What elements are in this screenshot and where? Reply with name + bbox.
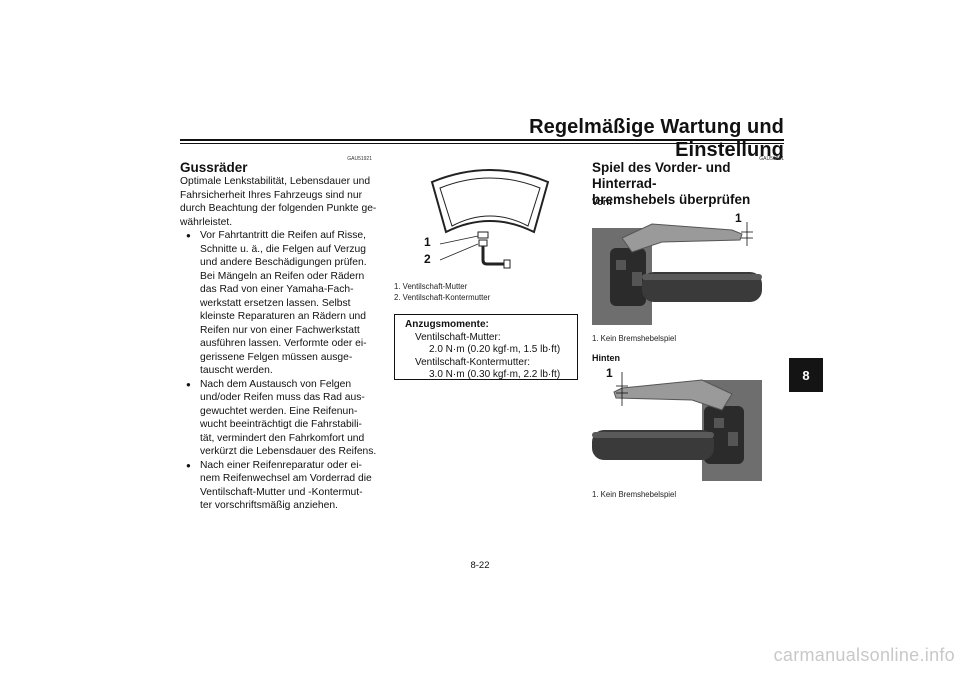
text-line: werkstatt ersetzen lassen. Selbst [200,297,351,309]
text-line: ausführen lassen. Verformte oder ei- [200,338,367,349]
rear-label: Hinten [592,353,620,363]
text-line: Fahrsicherheit Ihres Fahrzeugs sind nur [180,189,362,201]
page-number: 8-22 [470,560,490,571]
page-title: Regelmäßige Wartung und Einstellung [529,116,784,161]
watermark: carmanualsonline.info [773,645,955,665]
text-line: Ventilschaft-Mutter und -Kontermut- [200,486,363,498]
chapter-tab: 8 [789,358,823,392]
text-line: durch Beachtung der folgenden Punkte ge- [180,203,377,214]
text-line: ter vorschriftsmäßig anziehen. [200,500,338,511]
torque-line: Ventilschaft-Kontermutter: [415,356,531,368]
torque-line: Ventilschaft-Mutter: [415,331,501,343]
valve-stem-illustration [430,169,550,269]
text-line: gerissene Felgen müssen ausge- [200,351,353,363]
text-line: Optimale Lenkstabilität, Lebensdauer und [180,176,371,187]
bullet-list: Vor Fahrtantritt die Reifen auf Risse, S… [184,229,384,513]
header-rule-thin [180,143,784,144]
front-caption: 1. Kein Bremshebelspiel [592,334,677,343]
caption-line: 2. Ventilschaft-Kontermutter [394,293,491,302]
text-line: tät, vermindert den Fahrkomfort und [200,432,365,444]
figure-captions: 1. Ventilschaft-Mutter 2. Ventilschaft-K… [394,281,490,303]
torque-line: 3.0 N·m (0.30 kgf·m, 2.2 lb·ft) [429,369,561,381]
caption-line: 1. Ventilschaft-Mutter [394,282,468,291]
text-line: und andere Beschädigungen prüfen. [200,257,367,268]
section-heading: Spiel des Vorder- und Hinterrad- bremshe… [592,160,792,208]
rear-brake-lever-photo [592,366,762,481]
heading-line: Spiel des Vorder- und Hinterrad- [592,160,731,191]
text-line: Reifen nur von einer Fachwerkstatt [200,324,360,336]
front-figure-label: 1 [735,211,742,225]
text-line: tauscht werden. [200,365,273,376]
rear-figure-label: 1 [606,366,613,380]
list-item: Nach einer Reifenreparatur oder ei- nem … [184,459,384,513]
text-line: Nach einer Reifenreparatur oder ei- [200,459,362,471]
text-line: und/oder Reifen muss das Rad aus- [200,392,365,403]
text-line: verkürzt die Lebensdauer des Reifens. [200,446,377,457]
figure-label-2: 2 [424,252,431,266]
text-line: wucht beeinträchtigt die Fahrstabili- [200,419,362,430]
text-line: Vor Fahrtantritt die Reifen auf Risse, [200,230,366,241]
rear-caption: 1. Kein Bremshebelspiel [592,490,677,499]
figure-label-1: 1 [424,235,431,249]
text-line: Schnitte u. ä., die Felgen auf Verzug [200,243,367,255]
front-label: Vorn [592,197,612,207]
front-brake-lever-photo [592,210,762,325]
text-line: kleinste Reparaturen an Rädern und [200,311,367,322]
torque-line: 2.0 N·m (0.20 kgf·m, 1.5 lb·ft) [429,344,561,356]
section-code: GAU50861 [759,156,784,162]
text-line: währleistet. [180,216,233,228]
intro-paragraph: Optimale Lenkstabilität, Lebensdauer und… [180,175,380,229]
text-line: Nach dem Austausch von Felgen [200,378,352,390]
text-line: nem Reifenwechsel am Vorderrad die [200,473,372,484]
text-line: das Rad von einer Yamaha-Fach- [200,284,354,295]
text-line: Bei Mängeln an Reifen oder Rädern [200,270,365,282]
torque-heading: Anzugsmomente: [405,319,489,330]
section-heading: Gussräder [180,160,248,175]
text-line: gewuchtet werden. Eine Reifenun- [200,405,358,417]
list-item: Nach dem Austausch von Felgen und/oder R… [184,378,384,459]
torque-box: Anzugsmomente: Ventilschaft-Mutter: 2.0 … [394,314,578,380]
section-code: GAU51921 [347,156,372,162]
heading-line: bremshebels überprüfen [592,192,751,207]
header-rule [180,139,784,141]
list-item: Vor Fahrtantritt die Reifen auf Risse, S… [184,229,384,378]
